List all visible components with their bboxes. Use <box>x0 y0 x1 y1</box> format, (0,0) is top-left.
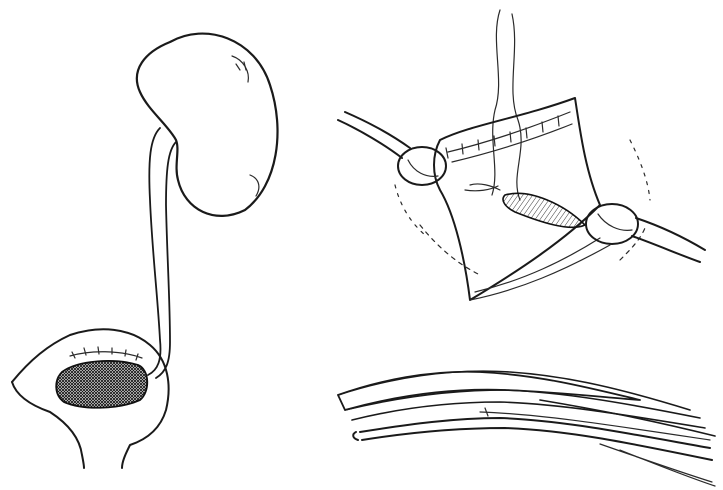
ureter-anastomosis-icon <box>338 10 705 300</box>
ureter-catheter-icon <box>338 371 715 486</box>
kidney-ureter-bladder-icon <box>12 34 278 468</box>
ureter-end-left-icon <box>338 112 446 185</box>
catheter-icon <box>353 408 712 460</box>
kidney-icon <box>137 34 278 216</box>
ureter-icon <box>148 128 176 378</box>
bladder-icon <box>12 329 169 468</box>
suture-thread-icon <box>492 10 521 200</box>
ureter-end-right-icon <box>586 204 705 262</box>
